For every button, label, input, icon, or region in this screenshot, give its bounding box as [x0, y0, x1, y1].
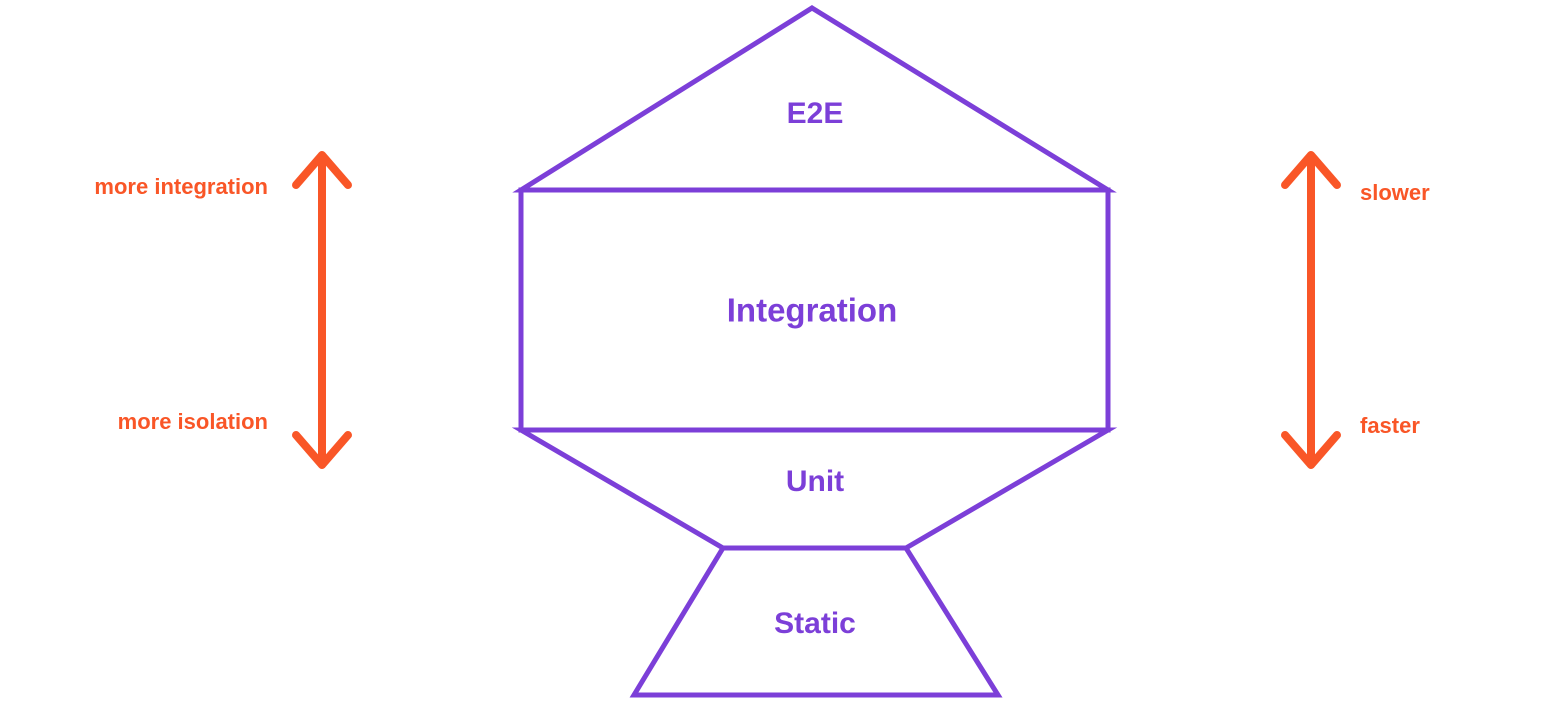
- right-axis-group: slower faster: [1281, 151, 1430, 469]
- left-arrow-down-head-icon: [292, 431, 352, 469]
- slower-label: slower: [1360, 180, 1430, 205]
- more-integration-label: more integration: [94, 174, 268, 199]
- more-isolation-label: more isolation: [118, 409, 268, 434]
- static-shape: [629, 545, 1003, 698]
- trophy-shapes: [511, 5, 1118, 698]
- left-arrow-up-head-icon: [292, 151, 352, 189]
- left-axis-group: more integration more isolation: [94, 151, 352, 469]
- unit-label: Unit: [786, 465, 844, 498]
- static-label: Static: [774, 607, 856, 640]
- faster-label: faster: [1360, 413, 1420, 438]
- trophy-labels: E2E Integration Unit Static: [727, 97, 898, 640]
- e2e-label: E2E: [787, 97, 844, 130]
- right-arrow-down-head-icon: [1281, 431, 1341, 469]
- right-arrow-up-head-icon: [1281, 151, 1341, 189]
- integration-label: Integration: [727, 292, 898, 329]
